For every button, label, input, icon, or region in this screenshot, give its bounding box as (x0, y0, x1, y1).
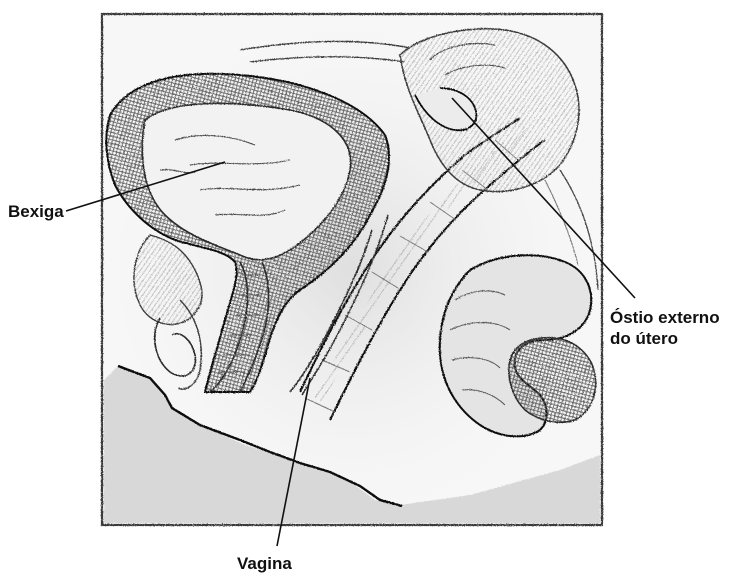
label-ostio-line2: do útero (610, 328, 720, 349)
label-vagina-text: Vagina (237, 554, 292, 573)
label-ostio-externo: Óstio externo do útero (610, 307, 720, 349)
label-vagina: Vagina (237, 553, 292, 574)
label-ostio-line1: Óstio externo (610, 307, 720, 328)
label-bexiga: Bexiga (8, 201, 64, 222)
label-bexiga-text: Bexiga (8, 202, 64, 221)
